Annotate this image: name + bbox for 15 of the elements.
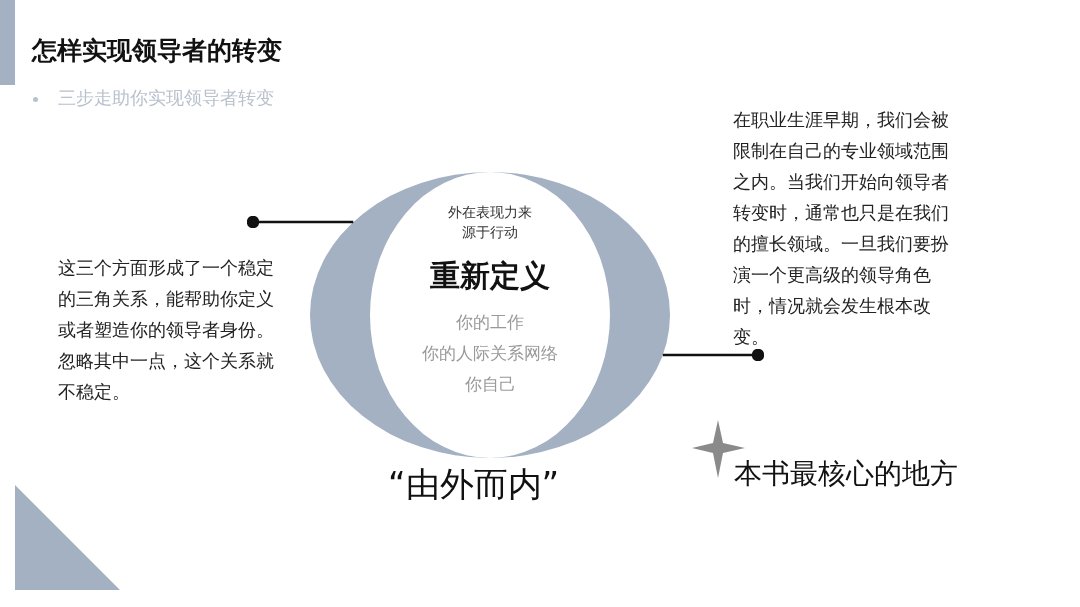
paragraph-text: 在职业生涯早期，我们会被限制在自己的专业领域范围之内。当我们开始向领导者转变时，通常也只是在我们的擅长领域。一旦我们要扮演一个更高级的领导角色时，情况就会发生根本改变。 [733,108,950,349]
inner-ellipse [370,172,610,458]
highlight-text: 本书最核心的地方 [734,456,958,492]
leader-line [246,215,354,229]
paragraph-text: 这三个方面形成了一个稳定的三角关系，能帮助你定义或者塑造你的领导者身份。忽略其中一点，这个关系就不稳定。 [58,256,275,404]
leader-line [662,348,765,362]
quote-text: “由外而内” [388,463,560,506]
item-text: 你自己 [464,373,516,396]
item-text: 你的工作 [456,311,524,334]
slide-title: 怎样实现领导者的转变 [32,35,282,67]
caption-text: 外在表现力来源于行动 [447,203,533,242]
outer-ellipse [310,172,670,458]
subtitle-bullet: 三步走助你实现领导者转变 [58,86,274,110]
item-text: 你的人际关系网络 [422,342,558,365]
heading-text: 重新定义 [430,257,550,295]
